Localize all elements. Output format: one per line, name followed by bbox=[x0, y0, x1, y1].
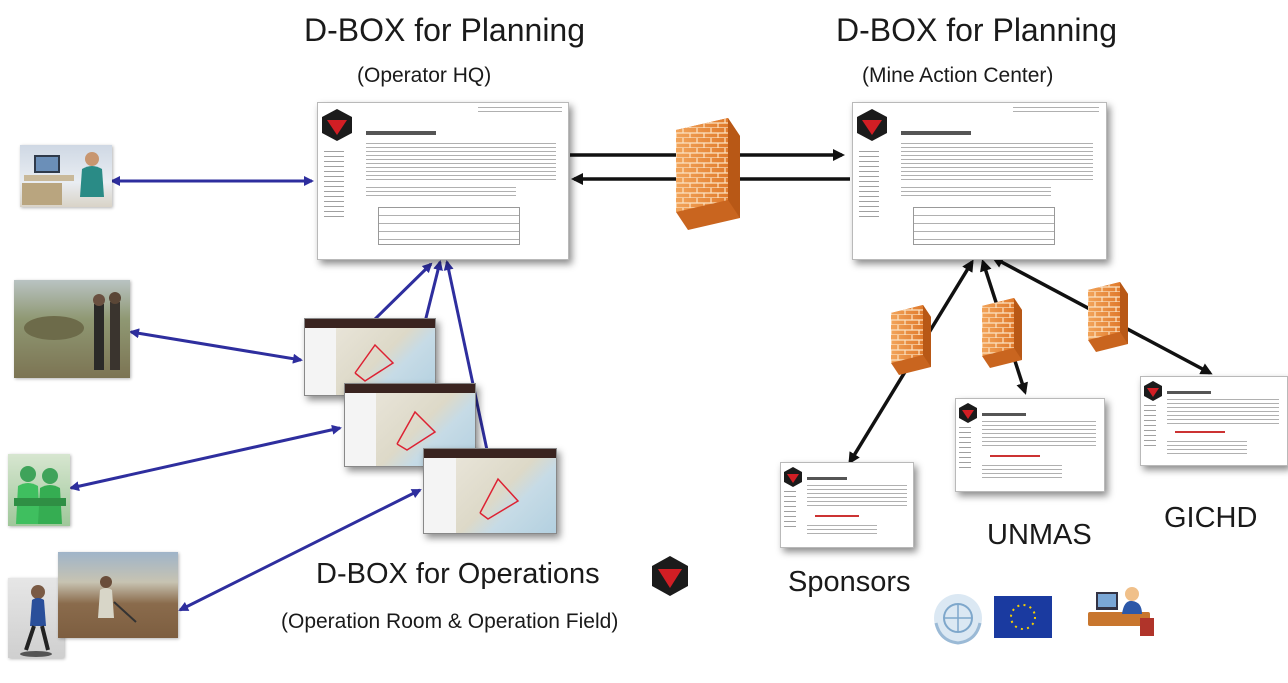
unmas-label: UNMAS bbox=[987, 519, 1092, 551]
field-team-photo bbox=[14, 280, 130, 378]
firewall-icon bbox=[676, 118, 740, 230]
operations-subtitle: (Operation Room & Operation Field) bbox=[281, 610, 619, 633]
firewall-icon bbox=[982, 298, 1022, 368]
arrow-deminers-map3 bbox=[178, 488, 422, 612]
link-map1-hq bbox=[370, 262, 433, 324]
dbox-logo-icon bbox=[959, 403, 977, 423]
link-map3-hq bbox=[443, 260, 489, 451]
dbox-logo-icon bbox=[857, 109, 887, 141]
office-user-photo bbox=[20, 145, 112, 207]
un-emblem-icon bbox=[934, 594, 982, 645]
gichd-screenshot bbox=[1140, 376, 1288, 466]
firewall-icon bbox=[1088, 282, 1128, 352]
deminer-photo-1 bbox=[8, 578, 64, 658]
firewall-icon bbox=[891, 305, 931, 375]
sponsors-label: Sponsors bbox=[788, 566, 911, 598]
gichd-label: GICHD bbox=[1164, 502, 1258, 534]
dbox-logo-icon bbox=[1144, 381, 1162, 401]
operations-map-screenshot-3 bbox=[423, 448, 557, 534]
operations-title: D-BOX for Operations bbox=[316, 558, 600, 590]
planning-mac-title: D-BOX for Planning bbox=[836, 12, 1118, 48]
arrow-medics-map2 bbox=[69, 424, 342, 492]
planning-mac-subtitle: (Mine Action Center) bbox=[862, 64, 1054, 87]
mine-action-center-screenshot bbox=[852, 102, 1107, 260]
deminer-photo-2 bbox=[58, 552, 178, 638]
eu-flag-icon bbox=[994, 596, 1052, 638]
planning-hq-subtitle: (Operator HQ) bbox=[357, 64, 492, 87]
office-worker-icon bbox=[1088, 587, 1154, 636]
dbox-logo-icon bbox=[784, 467, 802, 487]
arrow-field-team-map1 bbox=[129, 328, 303, 364]
planning-hq-title: D-BOX for Planning bbox=[304, 12, 586, 48]
medic-team-photo bbox=[8, 454, 70, 526]
dbox-logo-icon bbox=[322, 109, 352, 141]
dbox-logo-icon bbox=[652, 556, 688, 596]
operator-hq-screenshot bbox=[317, 102, 569, 260]
sponsors-screenshot bbox=[780, 462, 914, 548]
unmas-screenshot bbox=[955, 398, 1105, 492]
